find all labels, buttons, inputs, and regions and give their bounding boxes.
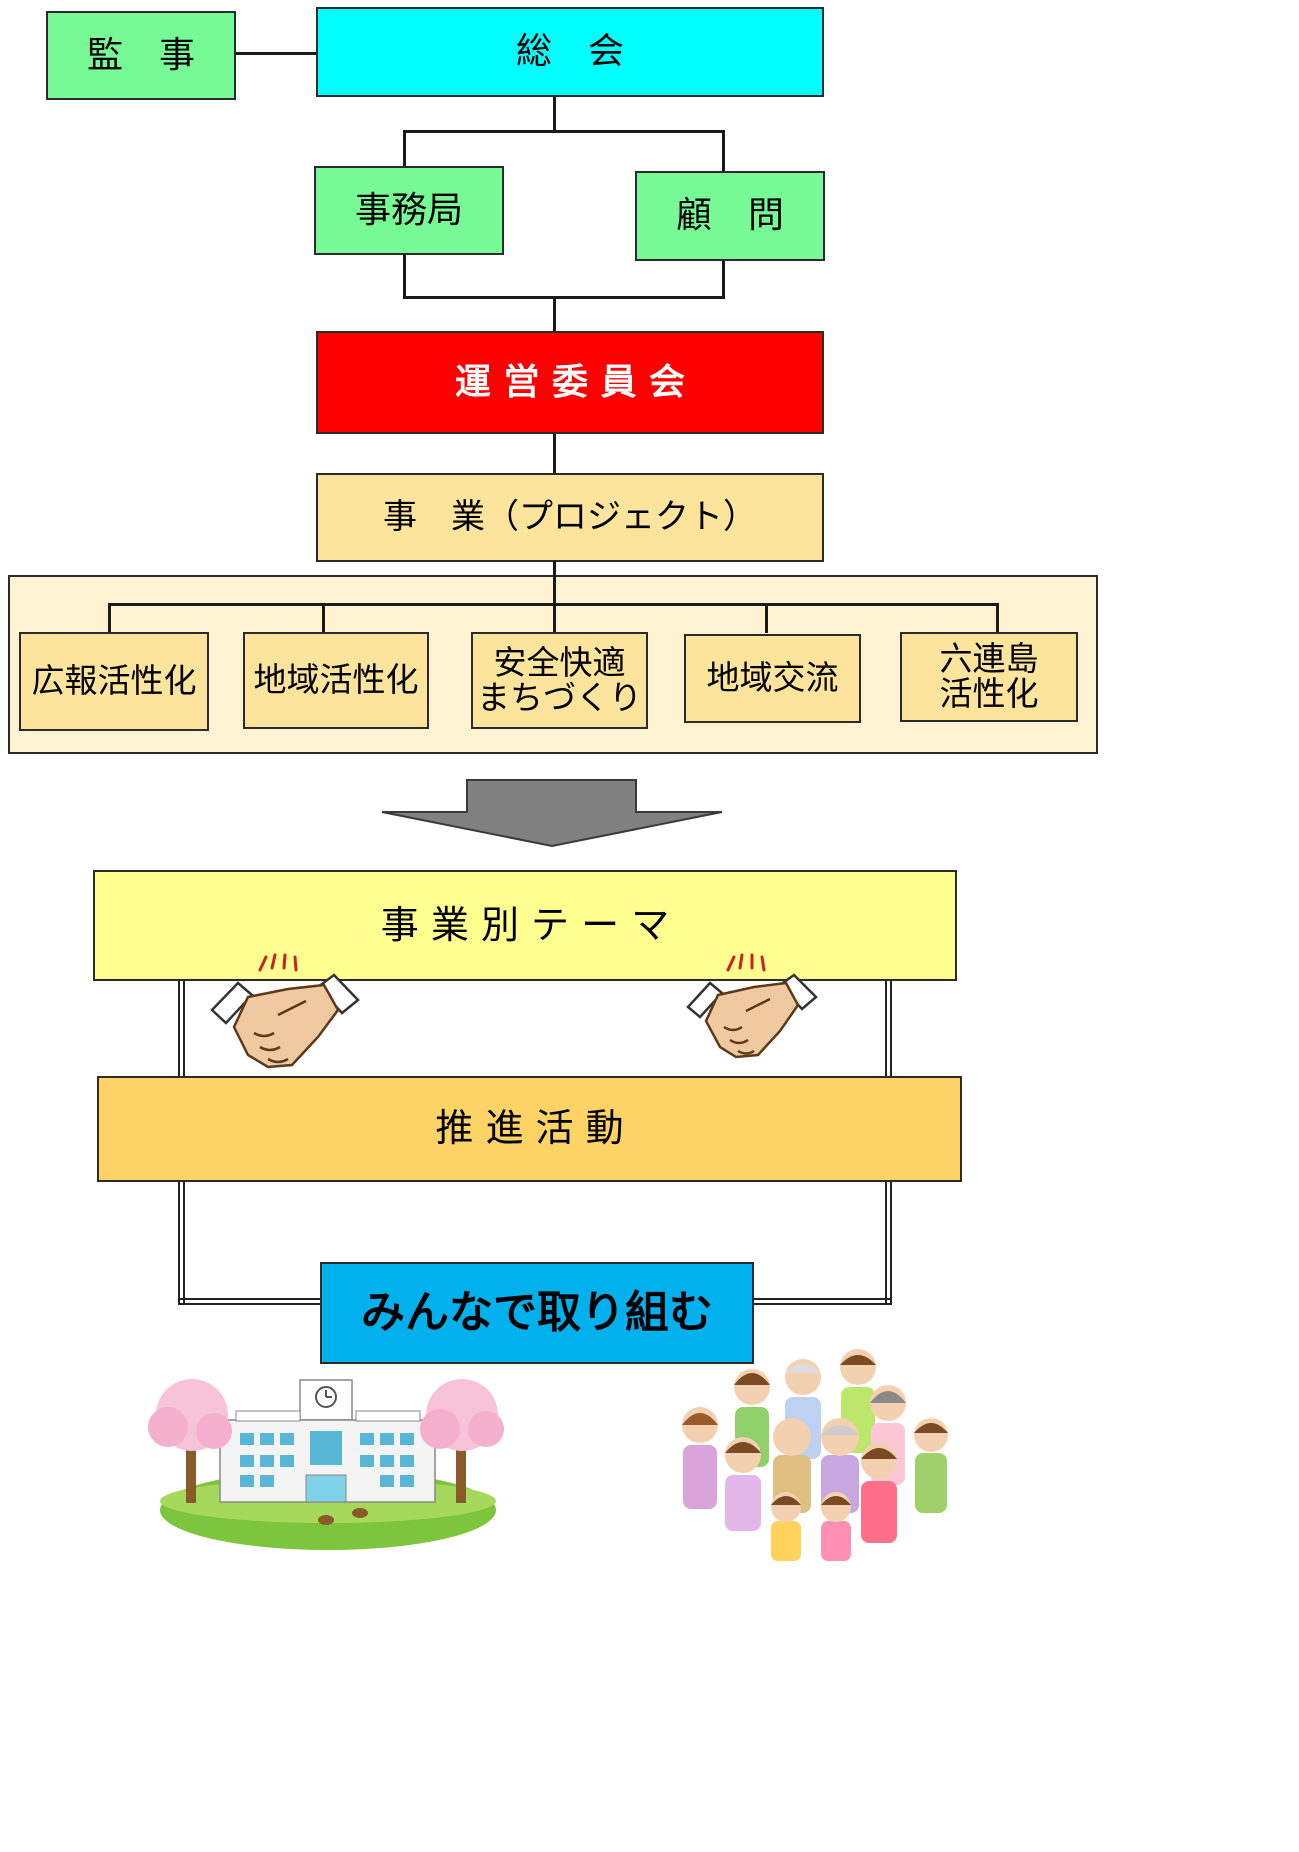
steering-committee-box: 運 営 委 員 会 [316, 331, 824, 434]
project-safety-box: 安全快適 まちづくり [471, 632, 648, 729]
connector-project-1 [108, 603, 111, 633]
together-box: みんなで取り組む [320, 1262, 754, 1364]
community-people-group [682, 1349, 948, 1561]
connector-lower-branch [403, 296, 725, 299]
project-mutsurejima-label: 六連島 活性化 [939, 639, 1039, 713]
themes-label: 事 業 別 テ ー マ [380, 902, 670, 947]
secretariat-label: 事務局 [354, 189, 463, 231]
handshake-icon [686, 953, 818, 1059]
connector-upper-right [722, 130, 725, 172]
handshake-icon [210, 953, 360, 1069]
projects-header-label: 事 業（プロジェクト） [383, 496, 757, 537]
connector-project-5 [996, 603, 999, 633]
school-with-cherry-trees [148, 1379, 504, 1550]
project-regional-label: 地域活性化 [253, 660, 419, 700]
connector-project-2 [322, 603, 325, 633]
auditor-box: 監 事 [46, 11, 236, 100]
connector-projects-trunk [553, 561, 556, 633]
general-assembly-box: 総 会 [316, 7, 824, 97]
project-pr-label: 広報活性化 [31, 661, 197, 701]
project-pr-box: 広報活性化 [19, 632, 209, 731]
connector-auditor-assembly [235, 52, 317, 55]
projects-header-box: 事 業（プロジェクト） [316, 473, 824, 562]
project-mutsurejima-box: 六連島 活性化 [900, 632, 1078, 722]
advisor-box: 顧 問 [635, 171, 825, 261]
double-line-right-bottom [752, 1298, 892, 1305]
connector-project-4 [765, 603, 768, 633]
connector-to-committee [553, 296, 556, 332]
double-line-left-lower [178, 1180, 185, 1305]
connector-lower-left [403, 254, 406, 298]
project-exchange-box: 地域交流 [684, 634, 861, 723]
together-label: みんなで取り組む [361, 1286, 713, 1338]
double-line-left-bottom [178, 1298, 322, 1305]
connector-upper-left [403, 130, 406, 168]
double-line-left-upper [178, 978, 185, 1078]
double-line-right-lower [885, 1180, 892, 1305]
project-exchange-label: 地域交流 [706, 658, 839, 698]
connector-lower-right [722, 260, 725, 298]
themes-box: 事 業 別 テ ー マ [93, 870, 957, 981]
connector-upper-branch [403, 130, 725, 133]
double-line-right-upper [885, 976, 892, 1078]
promotion-box: 推 進 活 動 [97, 1076, 962, 1182]
secretariat-box: 事務局 [314, 166, 504, 255]
auditor-label: 監 事 [86, 34, 195, 76]
advisor-label: 顧 問 [675, 195, 784, 237]
connector-committee-projects [553, 433, 556, 473]
project-regional-box: 地域活性化 [243, 632, 429, 729]
promotion-label: 推 進 活 動 [435, 1106, 624, 1151]
general-assembly-label: 総 会 [515, 31, 624, 73]
project-safety-label: 安全快適 まちづくり [477, 642, 642, 717]
connector-assembly-down [553, 96, 556, 132]
steering-committee-label: 運 営 委 員 会 [454, 361, 686, 403]
connector-projects-branch [108, 603, 999, 606]
